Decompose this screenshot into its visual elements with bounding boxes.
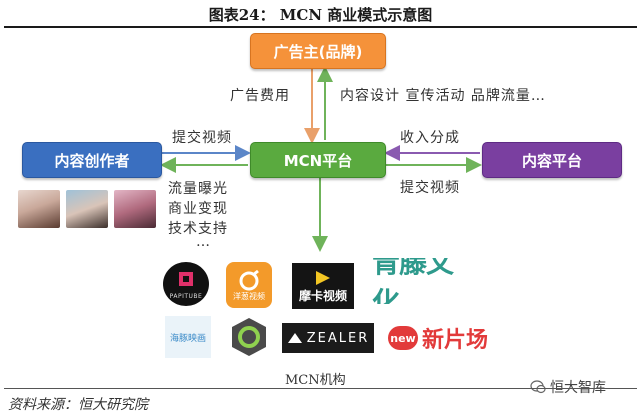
figure-source: 资料来源：恒大研究院: [8, 397, 148, 413]
label-support-line4: …: [196, 234, 211, 250]
watermark-text: 恒大智库: [550, 380, 606, 396]
hexagon-icon: [232, 318, 266, 356]
logo-haitun: 海豚映画: [165, 316, 211, 358]
label-brand-services: 内容设计 宣传活动 品牌流量…: [340, 88, 546, 104]
logo-qingteng-caption: 青藤文化: [372, 258, 454, 304]
label-ad-fee: 广告费用: [230, 88, 290, 104]
logo-papitube-caption: PAPITUBE: [169, 293, 203, 300]
creator-avatar-3: [114, 190, 156, 228]
logo-moka-caption: 摩卡视频: [298, 288, 347, 303]
chat-bubble-icon: [530, 380, 546, 394]
logo-hexagon: [228, 316, 270, 358]
onion-icon: [239, 269, 259, 290]
node-content-platform: 内容平台: [482, 142, 622, 178]
logo-qingteng: 青藤文化: [372, 258, 476, 304]
label-support-line1: 流量曝光: [168, 181, 228, 197]
bottom-rule: [4, 388, 637, 389]
logo-xinpianchang: new 新片场: [388, 320, 498, 356]
figure-title: 图表24： MCN 商业模式示意图: [208, 6, 433, 24]
label-support-line3: 技术支持: [168, 221, 228, 237]
play-icon: [316, 270, 330, 285]
logo-zealer: ZEALER: [282, 323, 374, 353]
zealer-mark-icon: [287, 333, 302, 343]
label-revenue-share: 收入分成: [400, 130, 460, 146]
label-submit-video-left: 提交视频: [172, 130, 232, 146]
papitube-icon: [179, 272, 193, 286]
creator-avatar-1: [18, 190, 60, 228]
logo-moka: 摩卡视频: [292, 263, 354, 309]
creator-avatar-2: [66, 190, 108, 228]
logo-zealer-caption: ZEALER: [306, 330, 370, 346]
agencies-label: MCN机构: [285, 373, 346, 388]
node-content-creator: 内容创作者: [22, 142, 162, 178]
new-badge: new: [388, 326, 418, 350]
logo-xinpianchang-caption: 新片场: [422, 328, 489, 353]
node-advertiser: 广告主(品牌): [250, 33, 386, 69]
watermark: 恒大智库: [530, 377, 606, 397]
title-rule: [4, 26, 637, 28]
logo-yangcong: 洋葱视频: [226, 262, 272, 308]
logo-papitube: PAPITUBE: [163, 262, 209, 306]
label-support-line2: 商业变现: [168, 201, 228, 217]
node-mcn-platform: MCN平台: [250, 142, 386, 178]
label-submit-video-right: 提交视频: [400, 180, 460, 196]
logo-haitun-caption: 海豚映画: [169, 333, 206, 344]
logo-yangcong-caption: 洋葱视频: [233, 291, 265, 301]
